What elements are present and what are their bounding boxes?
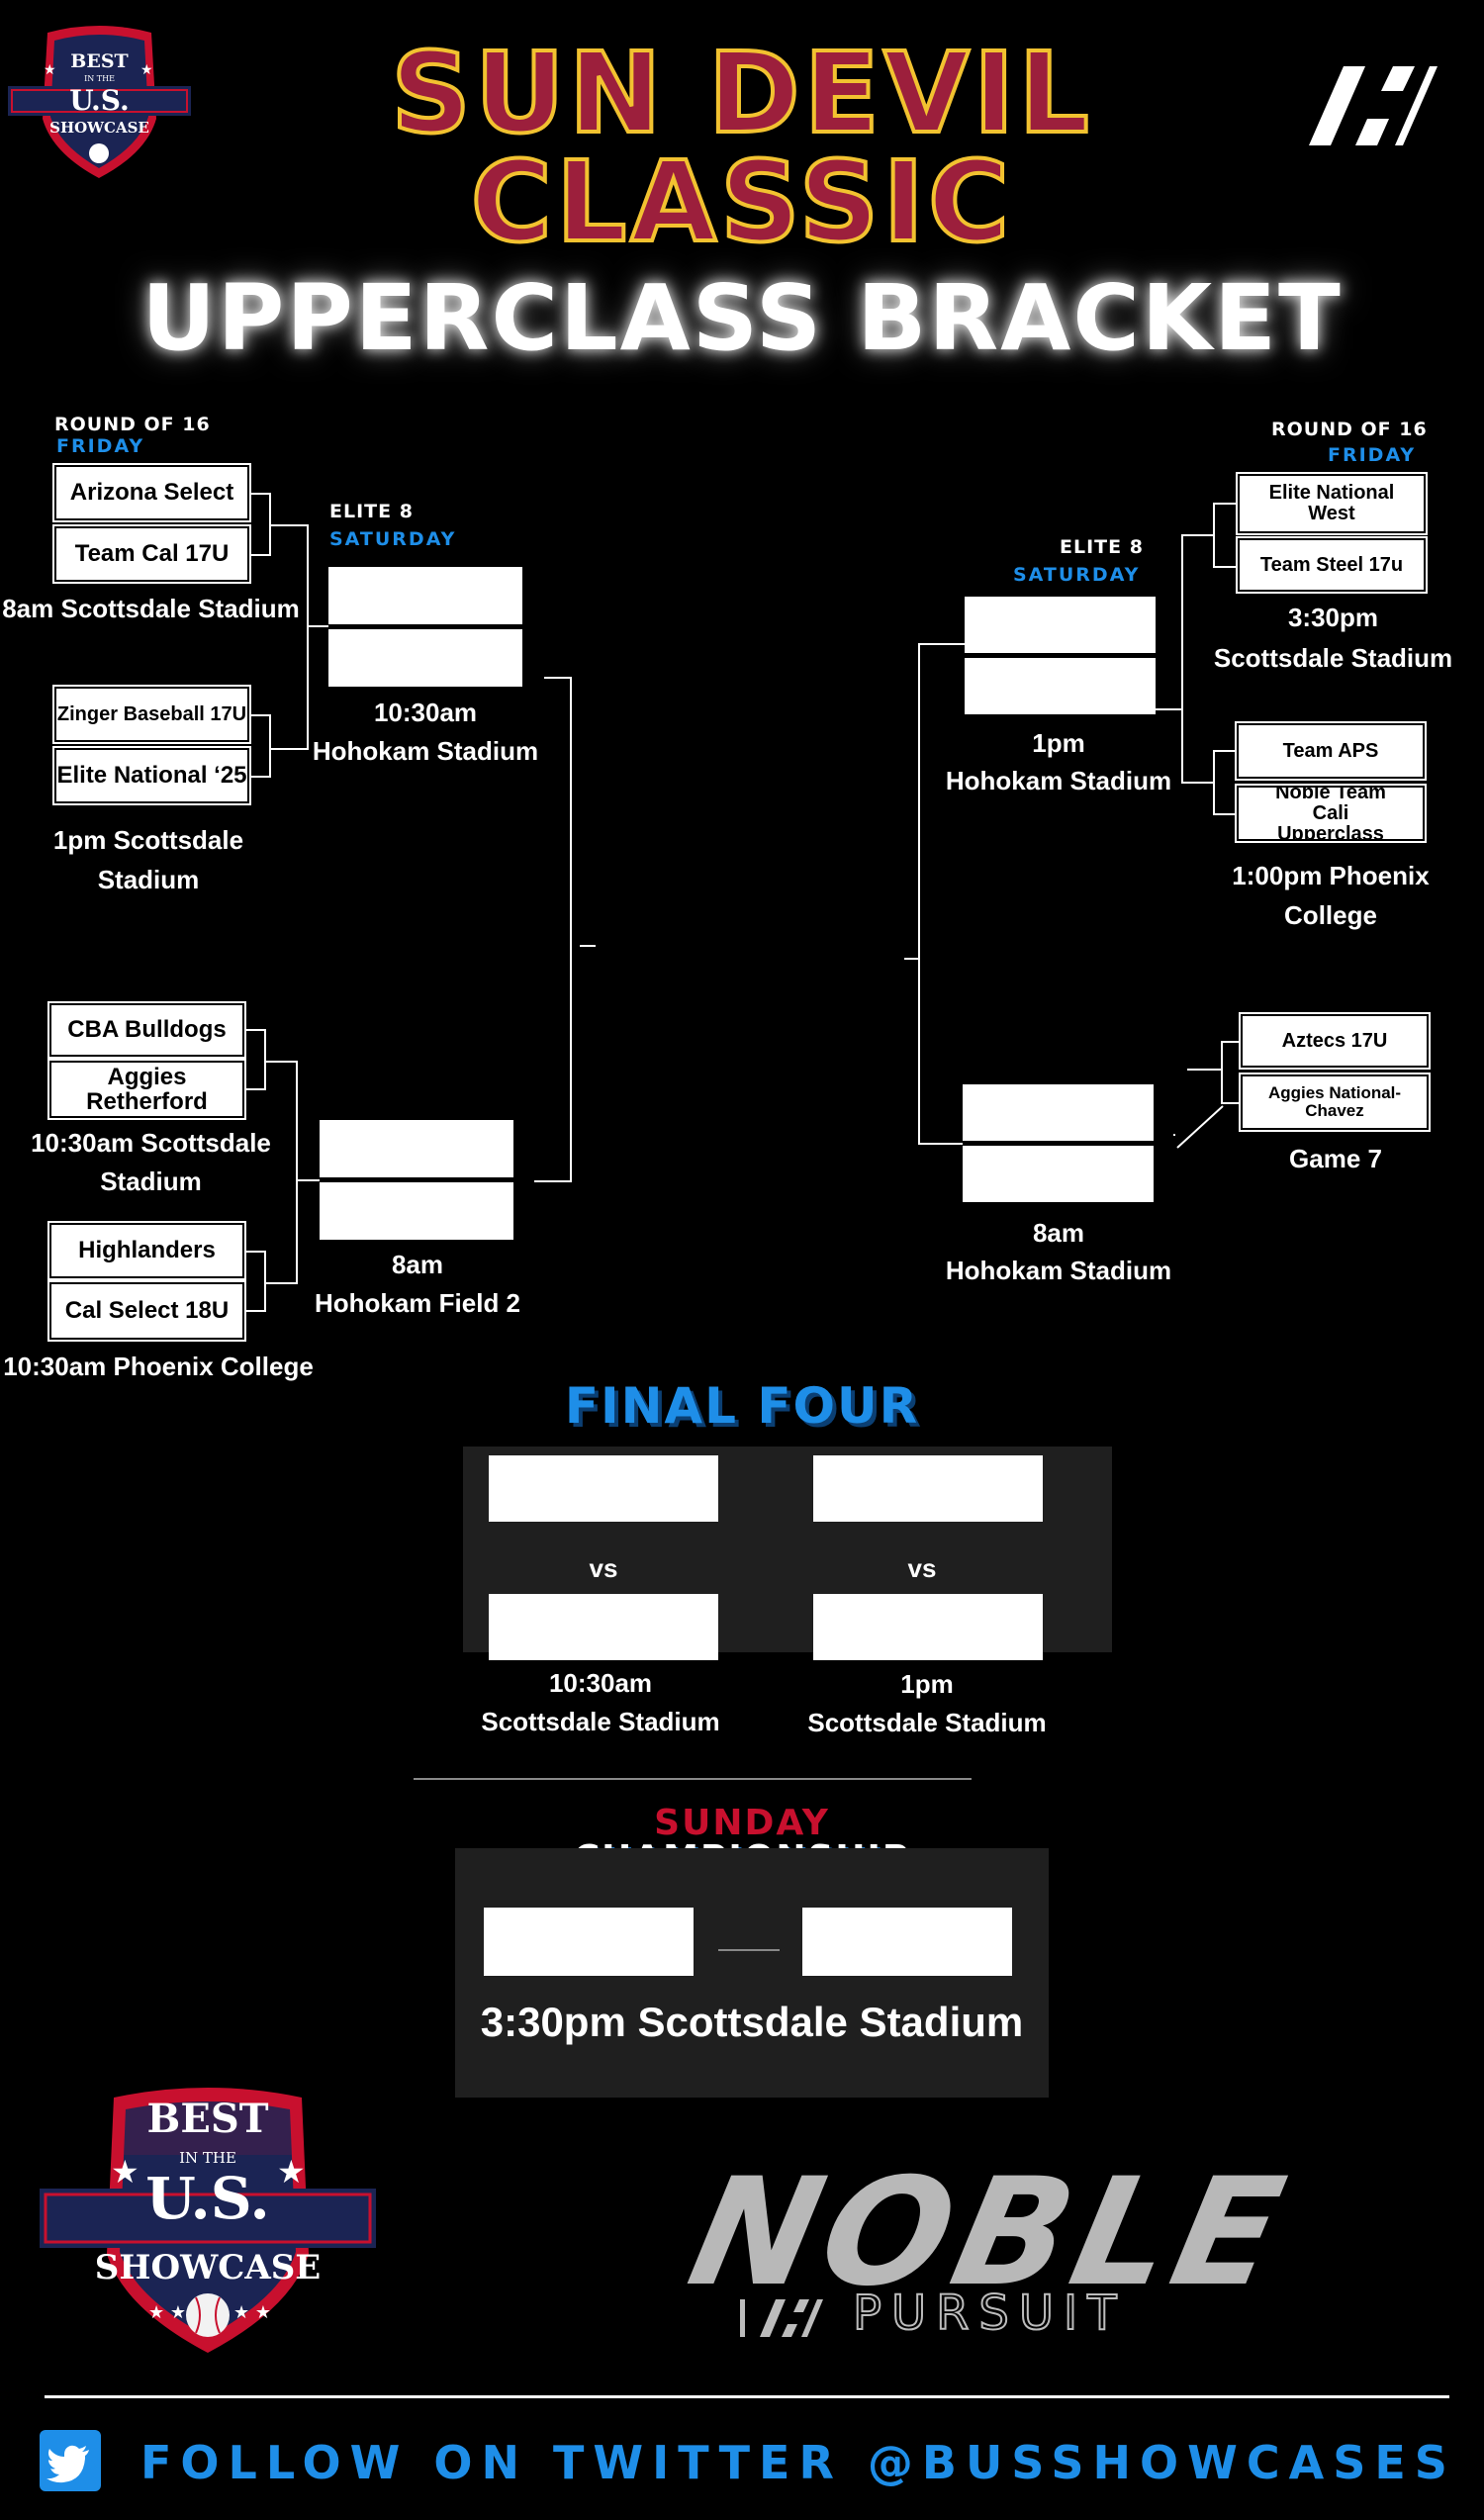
left-r16-label: ROUND OF 16 — [54, 414, 211, 435]
ff-vs-1: vs — [589, 1553, 618, 1583]
ff-game1-venue: Scottsdale Stadium — [481, 1707, 720, 1736]
bus-small-best: BEST — [70, 50, 129, 72]
svg-text:★ ★: ★ ★ — [148, 2302, 186, 2323]
noble-mark-icon — [1304, 61, 1442, 150]
team-elite-national-25: Elite National ‘25 — [52, 746, 251, 805]
svg-text:★: ★ — [111, 2153, 139, 2191]
svg-text:★: ★ — [44, 62, 56, 78]
twitter-bird-icon[interactable] — [40, 2430, 101, 2491]
follow-twitter-link[interactable]: FOLLOW ON TWITTER @BUSSHOWCASES — [140, 2436, 1456, 2489]
right-e8-slot-1a — [965, 597, 1156, 653]
champ-slot-2 — [802, 1908, 1012, 1976]
right-game3-info: Game 7 — [1289, 1144, 1382, 1173]
section-divider — [414, 1778, 972, 1780]
left-game2-info: 1pm Scottsdale Stadium — [52, 825, 244, 894]
svg-text:★: ★ — [140, 62, 153, 78]
left-e8-game1-venue: Hohokam Stadium — [312, 736, 539, 766]
left-game3-info-line1: 10:30am Scottsdale — [31, 1128, 271, 1158]
footer-divider — [45, 2395, 1449, 2398]
team-elite-national-west: Elite National West — [1236, 472, 1428, 535]
champ-slot-1 — [484, 1908, 694, 1976]
right-e8-slot-2b — [963, 1146, 1154, 1202]
team-steel-17u: Team Steel 17u — [1236, 536, 1428, 594]
bus-shield-icon: ★ ★ — [8, 26, 191, 178]
ff-game2-time: 1pm — [900, 1669, 954, 1699]
ff-vs-2: vs — [907, 1553, 937, 1583]
title-line-1: SUN DEVIL — [389, 28, 1093, 160]
team-aps: Team APS — [1235, 721, 1427, 781]
left-e8-slot-1b — [328, 629, 522, 687]
team-aggies-retherford: Aggies Retherford — [47, 1059, 246, 1120]
ff-slot-2a — [813, 1455, 1043, 1522]
svg-text:★ ★: ★ ★ — [233, 2302, 271, 2323]
team-cal-select-18u: Cal Select 18U — [47, 1280, 246, 1342]
right-game1-info-line1: 3:30pm — [1287, 603, 1379, 632]
title-line-2: CLASSIC — [469, 137, 1014, 269]
left-game3-info-line2: Stadium — [100, 1167, 202, 1196]
right-e8-label: ELITE 8 — [1060, 536, 1144, 558]
bus-large-in-the: IN THE — [179, 2149, 236, 2167]
ff-slot-1b — [489, 1594, 718, 1660]
svg-text:★: ★ — [277, 2153, 306, 2191]
left-e8-day: SATURDAY — [329, 528, 457, 550]
team-aztecs-17u: Aztecs 17U — [1239, 1012, 1431, 1070]
right-diagonal-connector — [1176, 1105, 1224, 1149]
right-game1-info-line2: Scottsdale Stadium — [1213, 643, 1453, 673]
left-e8-game2-time: 8am — [391, 1250, 444, 1279]
team-cba-bulldogs: CBA Bulldogs — [47, 1001, 246, 1059]
champ-vs-dash — [718, 1949, 780, 1951]
right-e8-game2-time: 8am — [1032, 1218, 1085, 1248]
bus-small-in-the: IN THE — [84, 74, 115, 83]
left-r16-day: FRIDAY — [56, 435, 145, 457]
left-e8-slot-2a — [320, 1120, 513, 1177]
bus-large-us: U.S. — [145, 2165, 270, 2232]
ff-game1-time: 10:30am — [548, 1668, 653, 1698]
right-game2-info-line1: 1:00pm Phoenix — [1232, 861, 1430, 890]
bus-small-showcase: SHOWCASE — [49, 119, 149, 137]
noble-small-mark-icon — [740, 2297, 829, 2339]
right-r16-day: FRIDAY — [1328, 444, 1417, 466]
bus-shield-large-icon: ★ ★ ★ ★ ★ ★ — [40, 2088, 376, 2353]
right-e8-game1-venue: Hohokam Stadium — [945, 766, 1172, 795]
bus-small-us: U.S. — [69, 84, 130, 117]
team-arizona-select: Arizona Select — [52, 463, 251, 522]
ff-slot-1a — [489, 1455, 718, 1522]
right-e8-day: SATURDAY — [1013, 564, 1141, 586]
bus-large-showcase: SHOWCASE — [94, 2248, 322, 2287]
team-noble-cali-upperclass: Noble Team Cali Upperclass — [1235, 782, 1427, 844]
left-e8-game2-venue: Hohokam Field 2 — [314, 1288, 521, 1318]
left-game1-info: 8am Scottsdale Stadium — [2, 594, 300, 623]
team-highlanders: Highlanders — [47, 1221, 246, 1280]
right-e8-game2-venue: Hohokam Stadium — [945, 1256, 1172, 1285]
right-e8-game1-time: 1pm — [1032, 728, 1085, 758]
right-r16-label: ROUND OF 16 — [1271, 419, 1428, 440]
team-cal-17u: Team Cal 17U — [52, 524, 251, 584]
noble-pursuit-tagline: PURSUIT — [852, 2285, 1127, 2342]
championship-day: SUNDAY — [654, 1803, 830, 1843]
left-e8-game1-time: 10:30am — [373, 698, 478, 727]
right-e8-slot-1b — [965, 658, 1156, 714]
championship-info: 3:30pm Scottsdale Stadium — [480, 1999, 1024, 2045]
bracket-subtitle: UPPERCLASS BRACKET — [141, 265, 1343, 371]
bus-showcase-logo-large: ★ ★ ★ ★ ★ ★ BEST IN THE U.S. SHOWCASE — [40, 2086, 376, 2358]
final-four-title: FINAL FOUR — [564, 1377, 920, 1435]
bus-showcase-logo-small: ★ ★ BEST IN THE U.S. SHOWCASE — [8, 25, 191, 183]
team-zinger-baseball: Zinger Baseball 17U — [52, 685, 251, 744]
left-e8-label: ELITE 8 — [329, 501, 414, 522]
right-game2-info-line2: College — [1284, 900, 1377, 930]
left-game4-info: 10:30am Phoenix College — [3, 1352, 314, 1381]
right-e8-slot-2a — [963, 1084, 1154, 1141]
ff-slot-2b — [813, 1594, 1043, 1660]
left-e8-slot-1a — [328, 567, 522, 624]
bus-large-best: BEST — [146, 2096, 269, 2142]
left-e8-slot-2b — [320, 1182, 513, 1240]
ff-game2-venue: Scottsdale Stadium — [807, 1708, 1047, 1737]
team-aggies-national-chavez: Aggies National-Chavez — [1239, 1073, 1431, 1132]
